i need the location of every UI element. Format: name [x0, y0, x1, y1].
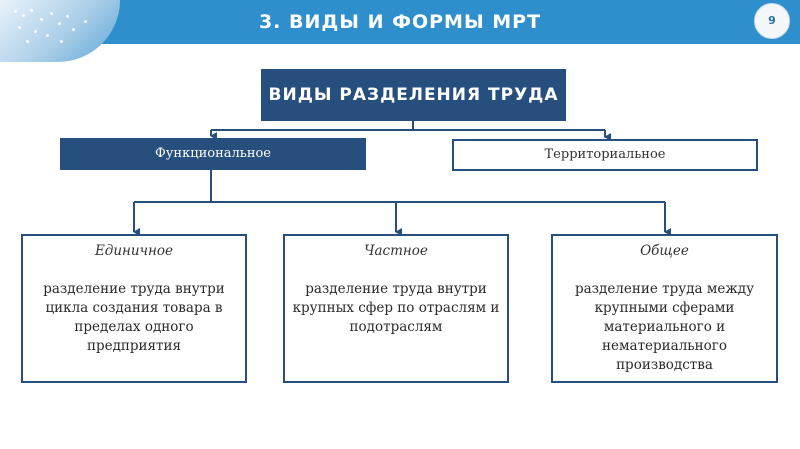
leaf-title: Частное [364, 243, 428, 259]
functional-box: Функциональное [60, 138, 366, 170]
leaf-title: Единичное [94, 243, 174, 259]
territorial-box: Территориальное [452, 139, 758, 171]
leaf-description: разделение труда внутри цикла создания т… [43, 281, 225, 354]
page-number: 9 [768, 14, 776, 27]
leaf-description: разделение труда между крупными сферами … [574, 281, 755, 373]
leaf-title: Общее [640, 243, 689, 259]
leaf-box-private: Частное разделение труда внутри крупных … [283, 234, 509, 383]
leaf-box-single: Единичное разделение труда внутри цикла … [21, 234, 247, 383]
leaf-box-general: Общее разделение труда между крупными сф… [551, 234, 778, 383]
leaf-description: разделение труда внутри крупных сфер по … [292, 281, 500, 335]
header-bar [0, 0, 800, 44]
page-number-badge: 9 [754, 3, 790, 39]
root-box: ВИДЫ РАЗДЕЛЕНИЯ ТРУДА [261, 69, 566, 121]
page-title: 3. ВИДЫ И ФОРМЫ МРТ [258, 11, 542, 33]
